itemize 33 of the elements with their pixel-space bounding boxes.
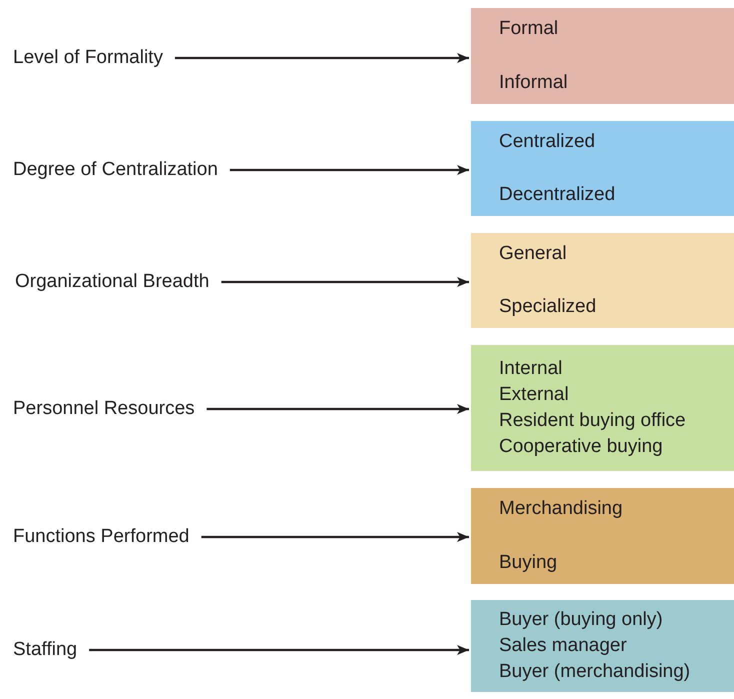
arrow <box>89 645 469 655</box>
option-text: Decentralized <box>499 184 616 206</box>
dimension-label: Degree of Centralization <box>13 159 218 181</box>
dimension-label: Functions Performed <box>13 526 190 548</box>
arrow <box>201 532 469 542</box>
category-box <box>471 488 734 584</box>
category-box <box>471 8 734 104</box>
category-box <box>471 233 734 328</box>
option-text: Buying <box>499 552 558 574</box>
option-text: Buyer (merchandising) <box>499 660 692 684</box>
arrow <box>174 53 469 63</box>
arrow <box>230 165 469 175</box>
dimension-label: Staffing <box>13 639 78 661</box>
category-box <box>471 600 734 692</box>
option-text: Buyer (buying only) <box>499 608 664 632</box>
option-text: Internal <box>499 357 564 381</box>
option-text: Specialized <box>499 296 598 318</box>
option-text: Cooperative buying <box>499 435 664 459</box>
option-text: External <box>499 383 570 407</box>
option-text: Centralized <box>499 131 596 153</box>
dimension-label: Level of Formality <box>13 47 163 69</box>
option-text: Merchandising <box>499 498 624 520</box>
option-text: Sales manager <box>499 634 628 658</box>
category-box <box>471 121 734 216</box>
option-text: General <box>499 243 568 265</box>
option-text: Formal <box>499 18 560 40</box>
dimension-label: Personnel Resources <box>13 398 195 420</box>
arrow <box>206 404 469 414</box>
dimension-label: Organizational Breadth <box>15 271 210 293</box>
arrow <box>221 277 469 287</box>
option-text: Resident buying office <box>499 409 687 433</box>
option-text: Informal <box>499 72 569 94</box>
category-box <box>471 345 734 471</box>
